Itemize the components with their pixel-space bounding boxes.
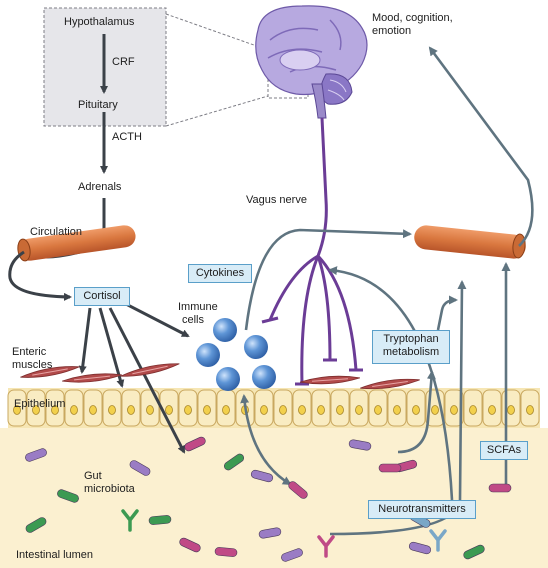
circulation-to-brain-arrow bbox=[428, 46, 534, 247]
bacteria-icon bbox=[258, 527, 282, 539]
cell-nucleus bbox=[146, 405, 154, 415]
muscle-fiber-icon bbox=[20, 363, 420, 390]
muscle-fiber-icon bbox=[20, 366, 80, 378]
tryptophan-metabolism-box: Tryptophan metabolism bbox=[372, 330, 450, 364]
cell-nucleus bbox=[450, 405, 458, 415]
cell-nucleus bbox=[298, 405, 306, 415]
bacteria-icon bbox=[281, 548, 303, 562]
cell-nucleus bbox=[336, 405, 344, 415]
cortisol-box: Cortisol bbox=[74, 287, 130, 306]
muscle-fiber-icon bbox=[299, 375, 361, 385]
cell-nucleus bbox=[488, 405, 496, 415]
muscle-fiber-icon bbox=[120, 363, 180, 377]
cell-nucleus bbox=[108, 405, 116, 415]
bacteria-icon bbox=[25, 448, 47, 462]
cell-nucleus bbox=[89, 405, 97, 415]
bacteria-icon bbox=[25, 517, 47, 533]
cell-nucleus bbox=[203, 405, 211, 415]
cell-nucleus bbox=[165, 405, 173, 415]
tryptophan-to-circulation-arrow bbox=[436, 295, 458, 331]
cell-nucleus bbox=[260, 405, 268, 415]
tryptophan-label-line1: Tryptophan bbox=[383, 333, 439, 345]
cell-nucleus bbox=[431, 405, 439, 415]
immune-cell-icon bbox=[252, 365, 276, 389]
vagus-nerve-label: Vagus nerve bbox=[246, 194, 307, 206]
cell-nucleus bbox=[127, 405, 135, 415]
cytokines-box: Cytokines bbox=[188, 264, 252, 283]
cell-nucleus bbox=[355, 405, 363, 415]
cell-nucleus bbox=[32, 405, 40, 415]
tryptophan-label-line2: metabolism bbox=[382, 346, 440, 358]
blood-vessel-icon bbox=[414, 225, 526, 259]
immune-cell-icon bbox=[216, 367, 240, 391]
cell-nucleus bbox=[412, 405, 420, 415]
scfas-box: SCFAs bbox=[480, 441, 528, 460]
bacteria-icon bbox=[179, 537, 201, 553]
cell-nucleus bbox=[317, 405, 325, 415]
immune-cells-label-line1: Immune bbox=[178, 301, 218, 313]
cell-nucleus bbox=[184, 405, 192, 415]
intestinal-lumen-area bbox=[0, 428, 548, 568]
gut-microbiota-label-line2: microbiota bbox=[84, 483, 135, 495]
cell-nucleus bbox=[526, 405, 534, 415]
bacteria-icon bbox=[129, 460, 151, 476]
pituitary-label: Pituitary bbox=[78, 99, 118, 111]
enteric-muscles-label-line1: Enteric bbox=[12, 346, 47, 358]
muscle-fiber-icon bbox=[62, 373, 122, 383]
cortisol-arrows bbox=[78, 302, 190, 454]
immune-cell-icon bbox=[196, 343, 220, 367]
circulation-label: Circulation bbox=[30, 226, 82, 238]
intestinal-lumen-label: Intestinal lumen bbox=[16, 549, 94, 561]
bacteria-icon bbox=[121, 509, 139, 532]
bacteria-icon bbox=[223, 453, 245, 471]
bacteria-icon bbox=[148, 515, 172, 525]
vagus-nerve-icon bbox=[261, 117, 363, 386]
bacteria-icon bbox=[288, 481, 308, 499]
immune-cells-label-line2: cells bbox=[182, 314, 205, 326]
enteric-muscles-label-line2: muscles bbox=[12, 359, 53, 371]
immune-cells bbox=[196, 318, 276, 391]
bacteria-icon bbox=[488, 483, 512, 493]
bacteria-icon bbox=[408, 541, 432, 555]
bacteria-icon bbox=[57, 489, 79, 503]
circulation-to-cortisol-arrow bbox=[8, 250, 72, 301]
bacteria-icon bbox=[250, 469, 274, 483]
bacteria-icon bbox=[214, 547, 238, 557]
epithelium-label: Epithelium bbox=[14, 398, 66, 410]
cell-nucleus bbox=[507, 405, 515, 415]
bacteria-icon bbox=[348, 439, 372, 451]
gut-microbiota-label-line1: Gut bbox=[84, 470, 102, 482]
bacteria-icon bbox=[378, 463, 402, 473]
immune-cell-icon bbox=[213, 318, 237, 342]
mood-label-line1: Mood, cognition, bbox=[372, 12, 453, 24]
mood-label-line2: emotion bbox=[372, 25, 412, 37]
bacteria-icon bbox=[429, 529, 447, 552]
bacteria-icon bbox=[317, 535, 335, 558]
acth-label: ACTH bbox=[112, 131, 142, 143]
bacteria-icon bbox=[184, 436, 206, 452]
cell-nucleus bbox=[469, 405, 477, 415]
cell-nucleus bbox=[279, 405, 287, 415]
bacteria-icon bbox=[463, 544, 485, 560]
adrenals-label: Adrenals bbox=[78, 181, 122, 193]
cytokines-arrow bbox=[244, 228, 412, 331]
neurotransmitters-box: Neurotransmitters bbox=[368, 500, 476, 519]
cell-nucleus bbox=[70, 405, 78, 415]
crf-label: CRF bbox=[112, 56, 135, 68]
cell-nucleus bbox=[222, 405, 230, 415]
immune-cell-icon bbox=[244, 335, 268, 359]
hypothalamus-label: Hypothalamus bbox=[64, 16, 135, 28]
cell-nucleus bbox=[51, 405, 59, 415]
muscle-fiber-icon bbox=[360, 378, 420, 390]
cell-nucleus bbox=[13, 405, 21, 415]
cell-nucleus bbox=[374, 405, 382, 415]
brain-icon bbox=[255, 5, 368, 119]
cell-nucleus bbox=[393, 405, 401, 415]
immune-microbiota-arrow bbox=[240, 394, 292, 486]
microbiota-to-tryptophan-arrow bbox=[397, 370, 436, 454]
